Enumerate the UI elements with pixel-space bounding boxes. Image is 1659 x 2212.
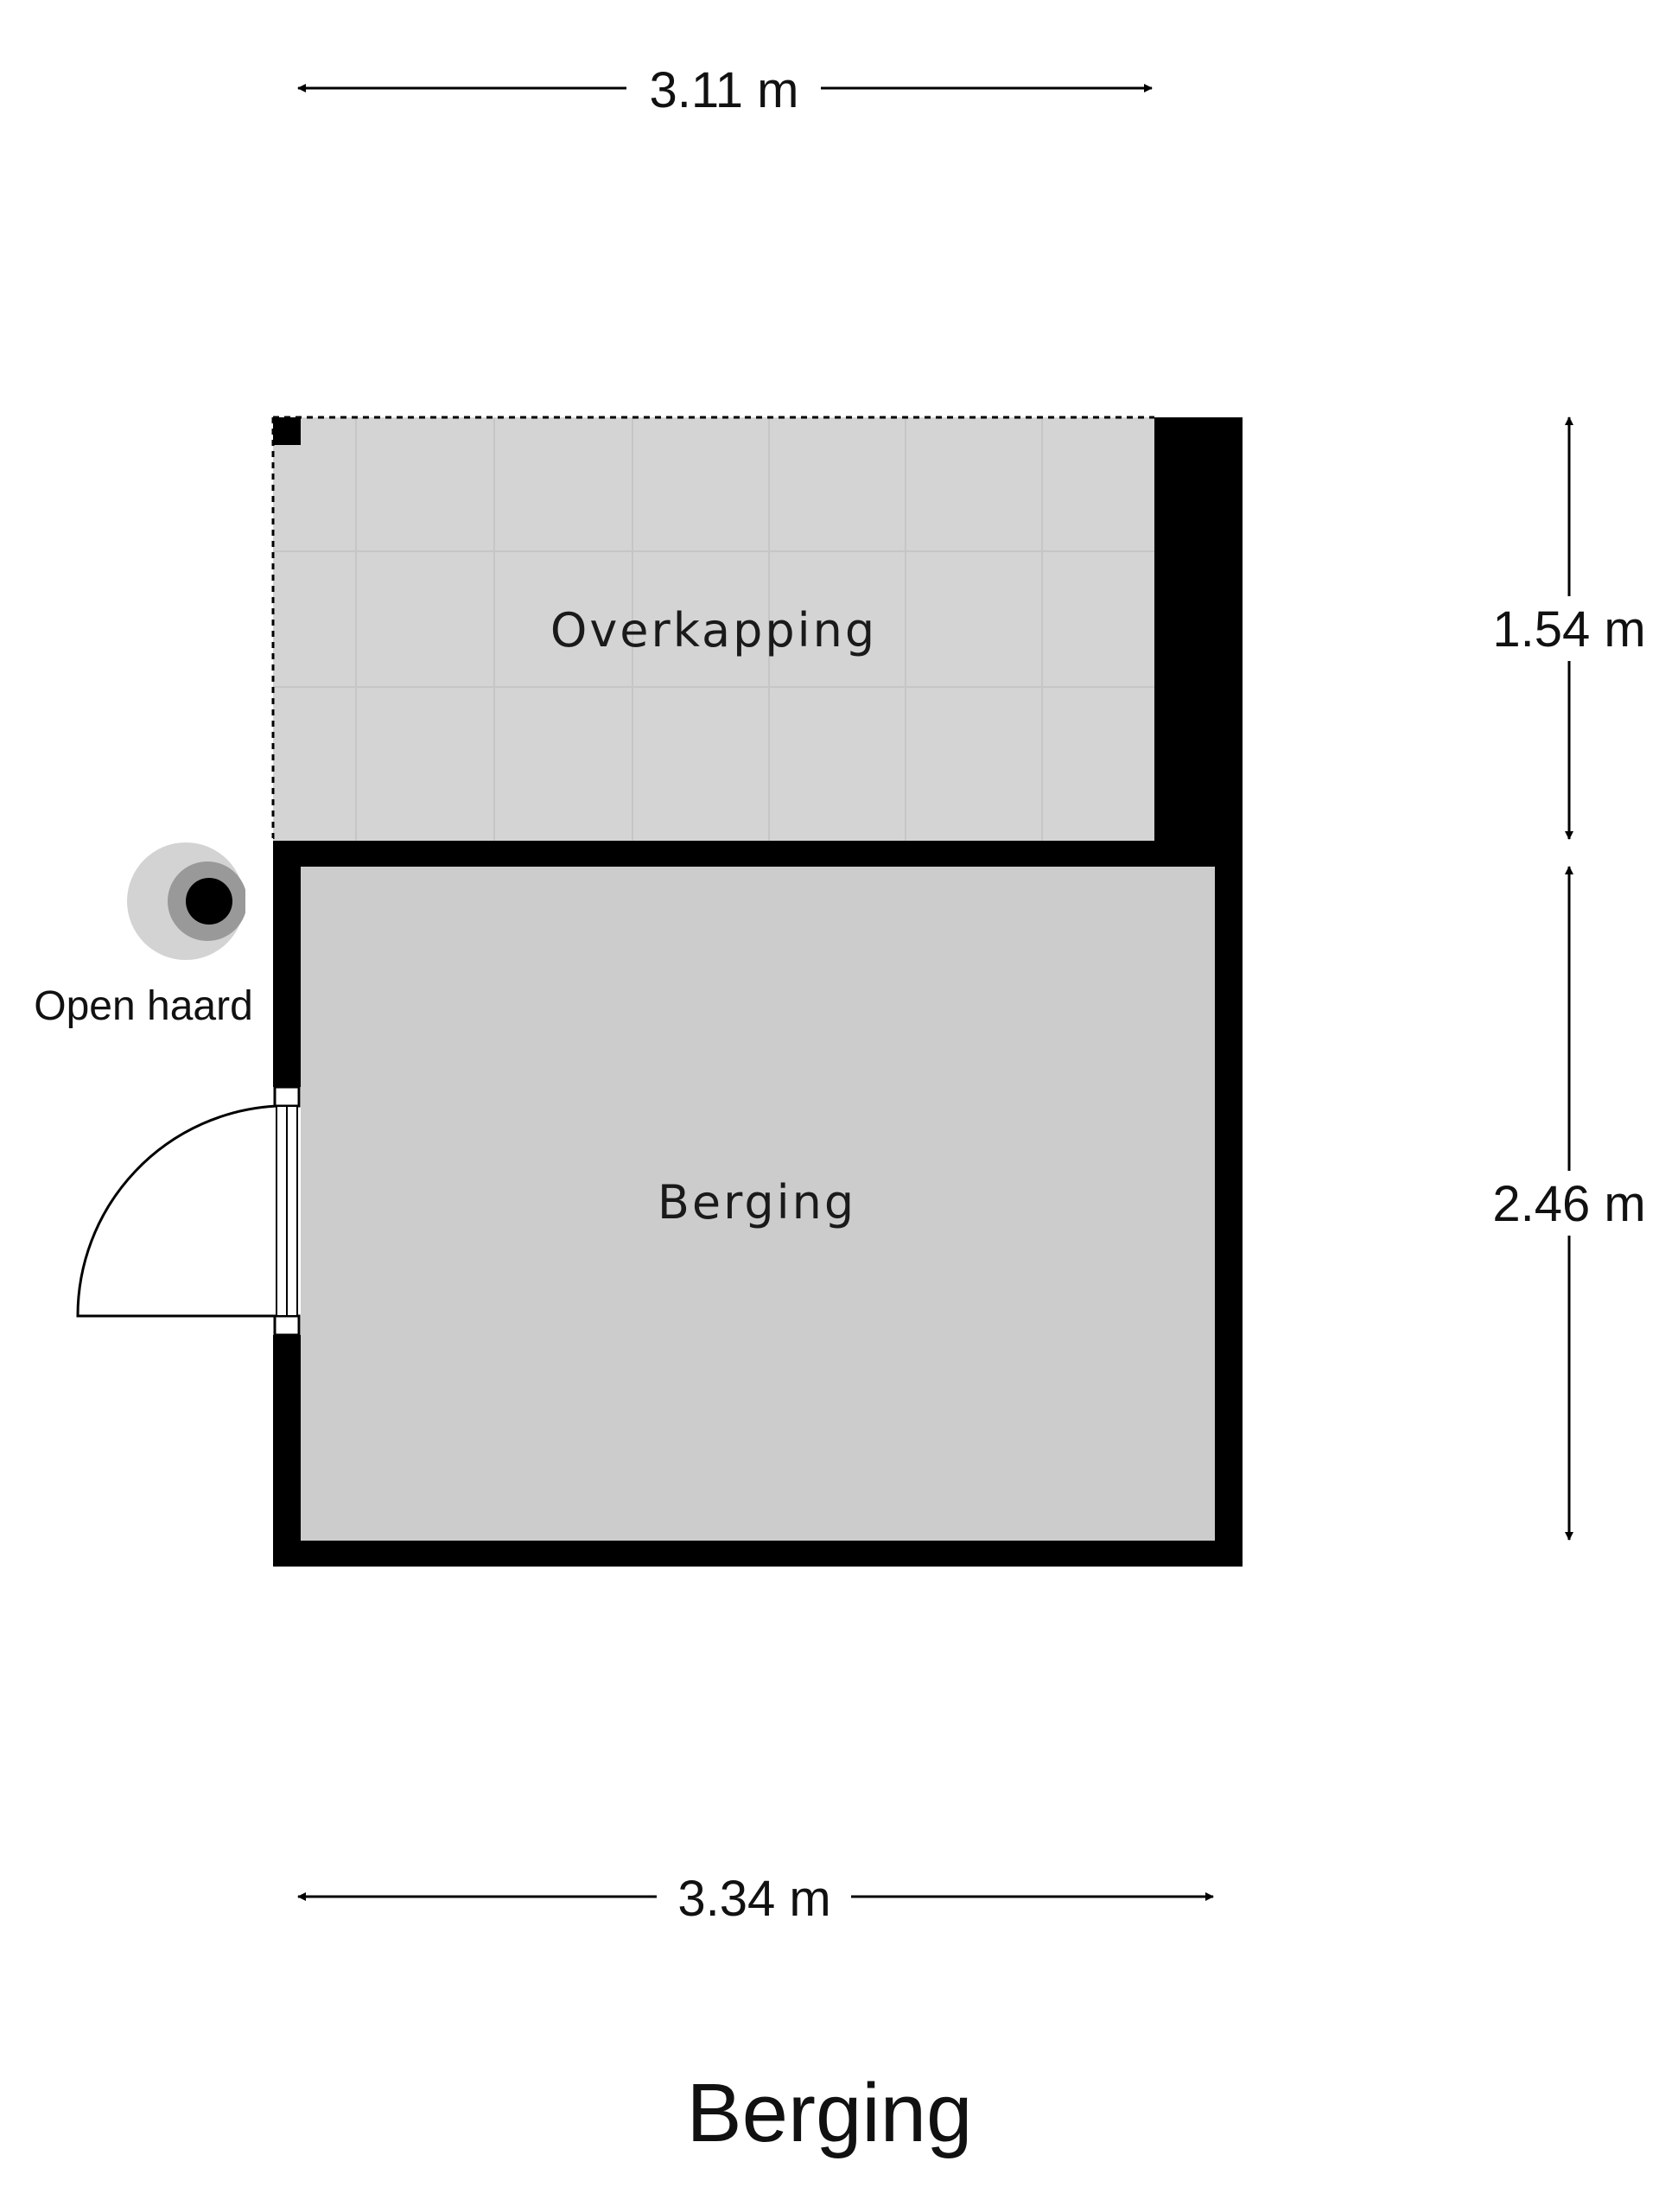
door-frame-top xyxy=(273,1085,301,1108)
dimension-right-lower-label: 2.46 m xyxy=(1492,1176,1645,1232)
wall-bottom xyxy=(273,1541,1243,1567)
dimension-bottom-width-label: 3.34 m xyxy=(677,1871,830,1927)
fireplace-label: Open haard xyxy=(34,983,253,1029)
wall-right xyxy=(1215,841,1243,1567)
fireplace: Open haard xyxy=(34,838,273,1029)
wall-left-lower xyxy=(273,1335,301,1567)
floor-title: Berging xyxy=(686,2067,973,2159)
dimension-right-lower-height: 2.46 m xyxy=(1492,866,1646,1541)
fireplace-core xyxy=(186,878,232,925)
dimension-right-upper-label: 1.54 m xyxy=(1492,601,1645,658)
wall-left-upper xyxy=(273,841,301,1087)
overkapping-tile-grid xyxy=(273,417,1154,841)
support-post xyxy=(273,417,301,445)
wall-top xyxy=(273,841,1243,867)
door-frame-bottom xyxy=(273,1314,301,1337)
room-label-berging: Berging xyxy=(658,1175,856,1230)
dimension-right-upper-height: 1.54 m xyxy=(1492,416,1646,840)
wall-right-overkapping xyxy=(1154,417,1243,867)
overkapping-floor xyxy=(273,417,1154,841)
door-swing-arc xyxy=(76,1104,277,1318)
berging-floor xyxy=(301,867,1215,1541)
room-label-overkapping: Overkapping xyxy=(550,603,877,658)
fireplace-clip xyxy=(245,838,273,959)
dimension-top-width: 3.11 m xyxy=(297,62,1153,118)
walls xyxy=(273,417,1243,1567)
overkapping-area xyxy=(271,416,1154,841)
dimension-bottom-width: 3.34 m xyxy=(297,1871,1214,1927)
dimension-top-width-label: 3.11 m xyxy=(649,62,798,118)
door xyxy=(76,1085,301,1337)
